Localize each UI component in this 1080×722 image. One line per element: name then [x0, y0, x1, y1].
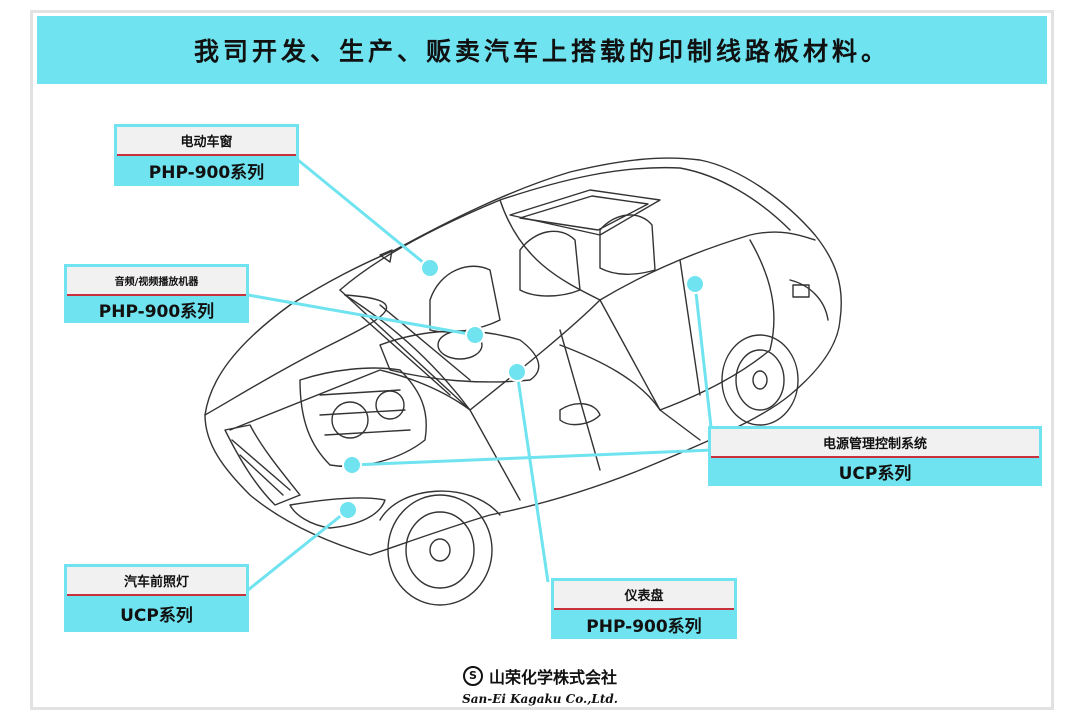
callout-line-audio-video	[247, 293, 476, 337]
label-dashboard: 仪表盘 PHP-900系列	[551, 578, 737, 639]
label-name: 电源管理控制系统	[711, 429, 1039, 458]
company-footer: S 山荣化学株式会社 San-Ei Kagaku Co.,Ltd.	[0, 664, 1080, 706]
dot-power-mgmt-engine	[342, 455, 362, 475]
label-name: 电动车窗	[117, 127, 296, 156]
callout-line-headlight	[247, 508, 349, 592]
dot-power-mgmt-rear	[685, 274, 705, 294]
title-banner: 我司开发、生产、贩卖汽车上搭载的印制线路板材料。	[37, 16, 1047, 84]
callout-dots	[338, 258, 705, 520]
company-name-cn-row: S 山荣化学株式会社	[462, 664, 617, 688]
label-product: PHP-900系列	[98, 301, 215, 322]
callout-lines	[247, 158, 715, 592]
dot-headlight	[338, 500, 358, 520]
label-name: 汽车前照灯	[67, 567, 246, 596]
label-power-window: 电动车窗 PHP-900系列	[114, 124, 299, 186]
car-illustration	[204, 157, 842, 606]
page-title: 我司开发、生产、贩卖汽车上搭载的印制线路板材料。	[193, 37, 890, 66]
label-product: PHP-900系列	[148, 163, 265, 183]
callout-line-power-window	[297, 158, 431, 270]
company-name-cn: 山荣化学株式会社	[488, 668, 617, 687]
label-audio-video: 音频/视频播放机器 PHP-900系列	[64, 264, 249, 323]
label-product: UCP系列	[120, 606, 193, 626]
company-name-en: San-Ei Kagaku Co.,Ltd.	[462, 692, 618, 706]
label-product: UCP系列	[838, 464, 912, 484]
label-product: PHP-900系列	[586, 616, 702, 637]
callout-line-power-mgmt-b	[351, 448, 714, 467]
label-power-mgmt: 电源管理控制系统 UCP系列	[708, 426, 1042, 486]
dot-power-window	[420, 258, 440, 278]
dot-audio-video	[465, 325, 485, 345]
label-name: 音频/视频播放机器	[67, 267, 246, 296]
label-headlight: 汽车前照灯 UCP系列	[64, 564, 249, 632]
company-logo-icon: S	[462, 666, 483, 686]
callout-line-dashboard	[515, 371, 550, 583]
label-name: 仪表盘	[554, 581, 734, 610]
dot-dashboard	[507, 362, 527, 382]
callout-line-power-mgmt-a	[693, 283, 715, 446]
